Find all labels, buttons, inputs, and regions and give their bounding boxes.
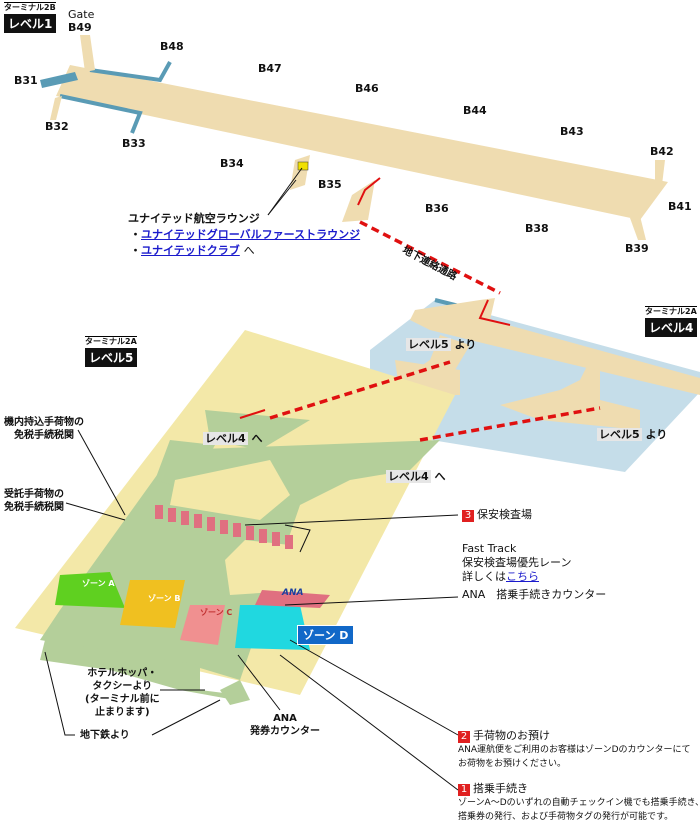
gate-b32: B32	[45, 120, 69, 133]
lounge-title: ユナイテッド航空ラウンジ	[128, 212, 260, 225]
from-level5-label-right: レベル5 より	[597, 428, 667, 441]
number-badge: 1	[458, 784, 470, 796]
level-tag: レベル4	[386, 470, 431, 483]
terminal-2a-level4-floor	[370, 298, 700, 472]
zone-b-label: ゾーン B	[148, 594, 181, 603]
level-name: レベル5	[85, 348, 138, 367]
to-level4-label-left: レベル4 へ	[203, 432, 263, 445]
global-first-lounge-link[interactable]: ユナイテッドグローバルファーストラウンジ	[141, 228, 361, 241]
from-text: より	[645, 428, 668, 441]
line: タクシーより	[92, 681, 153, 692]
line: (ターミナル前に	[85, 694, 160, 705]
ana-logo: ANA	[282, 588, 304, 598]
level-tag: レベル5	[597, 428, 642, 441]
zone-a-label: ゾーン A	[82, 579, 115, 588]
checkin-desc: 搭乗券の発行、および手荷物タグの発行が可能です。	[458, 812, 674, 822]
level-tag: レベル4	[203, 432, 248, 445]
level-tag: レベル5	[406, 338, 451, 351]
terminal-name: ターミナル2B	[4, 2, 57, 12]
terminal-2a-level5-floor	[15, 330, 601, 791]
lounge-link-row-1: ・ユナイテッドグローバルファーストラウンジ	[130, 228, 360, 241]
carry-on-duty-free-label: 機内持込手荷物の免税手続税関	[4, 416, 84, 442]
line: 詳しくは	[462, 570, 506, 583]
baggage-desc: ANA運航便をご利用のお客様はゾーンDのカウンターにて	[458, 745, 691, 755]
line: 受託手荷物の	[4, 489, 64, 500]
gate-b34: B34	[220, 157, 244, 170]
line: 止まります)	[95, 707, 150, 718]
zone-c-label: ゾーン C	[200, 608, 233, 617]
fast-track-label: Fast Track 保安検査場優先レーン 詳しくはこちら	[462, 542, 571, 584]
line: 免税手続税関	[4, 502, 64, 513]
gate-b48: B48	[160, 40, 184, 53]
zone-d-label: ゾーン D	[297, 625, 355, 645]
terminal-2a-level4-badge: ターミナル2A レベル4	[645, 306, 698, 337]
ana-ticket-counter-label: ANA 発券カウンター	[250, 712, 320, 738]
terminal-2b-level1-badge: ターミナル2B レベル1	[4, 2, 57, 33]
checked-duty-free-label: 受託手荷物の免税手続税関	[4, 488, 64, 514]
to-text: へ	[251, 432, 263, 445]
level-name: レベル1	[4, 14, 57, 33]
checkin-desc: ゾーンA～Dのいずれの自動チェックイン機でも搭乗手続き、	[458, 798, 700, 808]
gate-b49: B49	[68, 21, 92, 34]
from-text: より	[454, 338, 477, 351]
gate-b47: B47	[258, 62, 282, 75]
line: 発券カウンター	[250, 726, 320, 737]
level-name: レベル4	[645, 318, 698, 337]
line: ANA	[273, 713, 297, 724]
to-text: へ	[434, 470, 446, 483]
baggage-title: 手荷物のお預け	[473, 729, 550, 742]
gate-b31: B31	[14, 74, 38, 87]
baggage-desc: お荷物をお預けください。	[458, 759, 567, 769]
gate-b35: B35	[318, 178, 342, 191]
line: ホテルホッパ・	[87, 668, 158, 679]
line: 保安検査場優先レーン	[462, 556, 572, 569]
from-level5-label-left: レベル5 より	[406, 338, 476, 351]
terminal-2a-level5-badge: ターミナル2A レベル5	[85, 336, 138, 367]
gate-b41: B41	[668, 200, 692, 213]
terminal-name: ターミナル2A	[85, 336, 138, 346]
line: Fast Track	[462, 542, 517, 555]
gate-b38: B38	[525, 222, 549, 235]
gate-b42: B42	[650, 145, 674, 158]
underground-passage-route	[359, 220, 501, 295]
gate-b43: B43	[560, 125, 584, 138]
line: 免税手続税関	[14, 430, 74, 441]
gate-b33: B33	[122, 137, 146, 150]
subway-label: 地下鉄より	[80, 730, 130, 741]
number-badge: 2	[458, 731, 470, 743]
gate-b46: B46	[355, 82, 379, 95]
fast-track-link[interactable]: こちら	[506, 570, 539, 583]
line: 機内持込手荷物の	[4, 417, 84, 428]
terminal-2b-concourse	[40, 35, 668, 240]
gate-b36: B36	[425, 202, 449, 215]
gate-b39: B39	[625, 242, 649, 255]
terminal-name: ターミナル2A	[645, 306, 698, 316]
lounge-link-row-2: ・ユナイテッドクラブ へ	[130, 244, 255, 257]
bullet: ・	[130, 244, 141, 257]
to-level4-label-right: レベル4 へ	[386, 470, 446, 483]
lounge-suffix: へ	[243, 244, 255, 257]
gate-b44: B44	[463, 104, 487, 117]
security-text: 保安検査場	[477, 508, 532, 521]
gate-caption: Gate	[68, 8, 95, 21]
bullet: ・	[130, 228, 141, 241]
hotel-hopper-taxi-label: ホテルホッパ・ タクシーより (ターミナル前に 止まります)	[85, 667, 160, 719]
number-badge: 3	[462, 510, 474, 522]
united-club-link[interactable]: ユナイテッドクラブ	[141, 244, 240, 257]
checkin-title: 搭乗手続き	[473, 782, 528, 795]
ana-checkin-counter-label: ANA 搭乗手続きカウンター	[462, 588, 607, 601]
